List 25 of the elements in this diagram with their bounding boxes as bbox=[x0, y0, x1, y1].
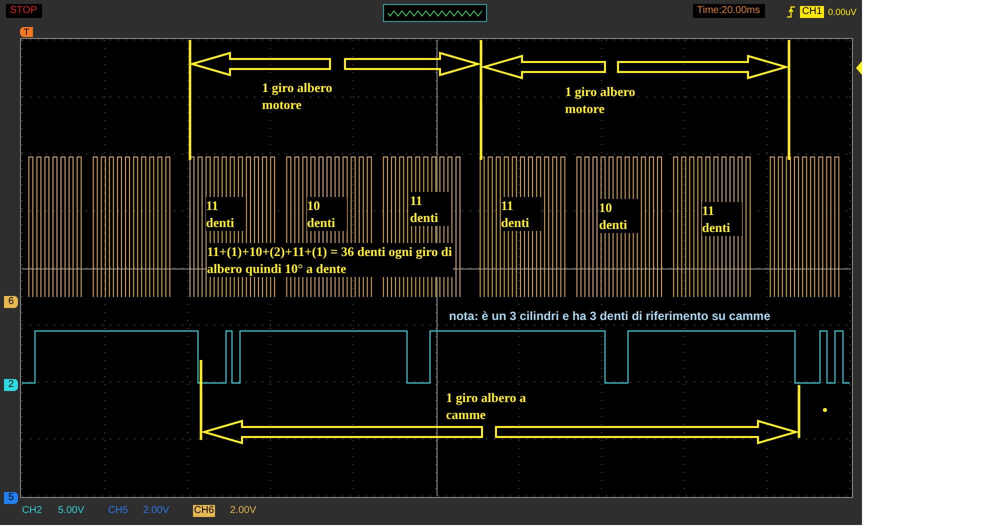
trigger-marker: T bbox=[20, 27, 33, 37]
channel-label: CH5 bbox=[108, 505, 128, 517]
tooth-count-label: 10 denti bbox=[599, 199, 639, 233]
annotation-text: 1 giro albero motore bbox=[262, 79, 334, 113]
volts-per-div: 5.00V bbox=[58, 505, 84, 517]
tooth-count-label: 11 denti bbox=[206, 197, 246, 231]
tooth-count-label: 11 denti bbox=[410, 192, 450, 226]
trigger-level-readout: 0.00uV bbox=[828, 6, 857, 19]
channel-label: CH6 bbox=[193, 505, 216, 517]
tooth-count-label: 11 denti bbox=[501, 197, 541, 231]
volts-per-div: 2.00V bbox=[230, 505, 256, 517]
volts-per-div: 2.00V bbox=[143, 505, 170, 517]
annotation-text: 11+(1)+10+(2)+11+(1) = 36 denti ogni giro di albero quindi 10° a dente bbox=[207, 243, 453, 277]
annotation-text: 1 giro albero motore bbox=[565, 83, 636, 117]
channel-marker: 5 bbox=[4, 492, 18, 504]
channel-badge: CH1 bbox=[800, 6, 824, 18]
channel-marker: 2 bbox=[4, 379, 18, 391]
status-indicator: STOP bbox=[6, 4, 42, 18]
tooth-count-label: 11 denti bbox=[702, 202, 742, 236]
note-text: nota: è un 3 cilindri e ha 3 denti di riferimento su camme bbox=[449, 309, 772, 324]
timebase-readout: Time:20.00ms bbox=[693, 4, 765, 18]
channel-label: CH2 bbox=[22, 505, 42, 517]
channel-marker: 6 bbox=[4, 296, 18, 308]
annotation-text: 1 giro albero a camme bbox=[446, 389, 528, 423]
tooth-count-label: 10 denti bbox=[307, 197, 347, 231]
